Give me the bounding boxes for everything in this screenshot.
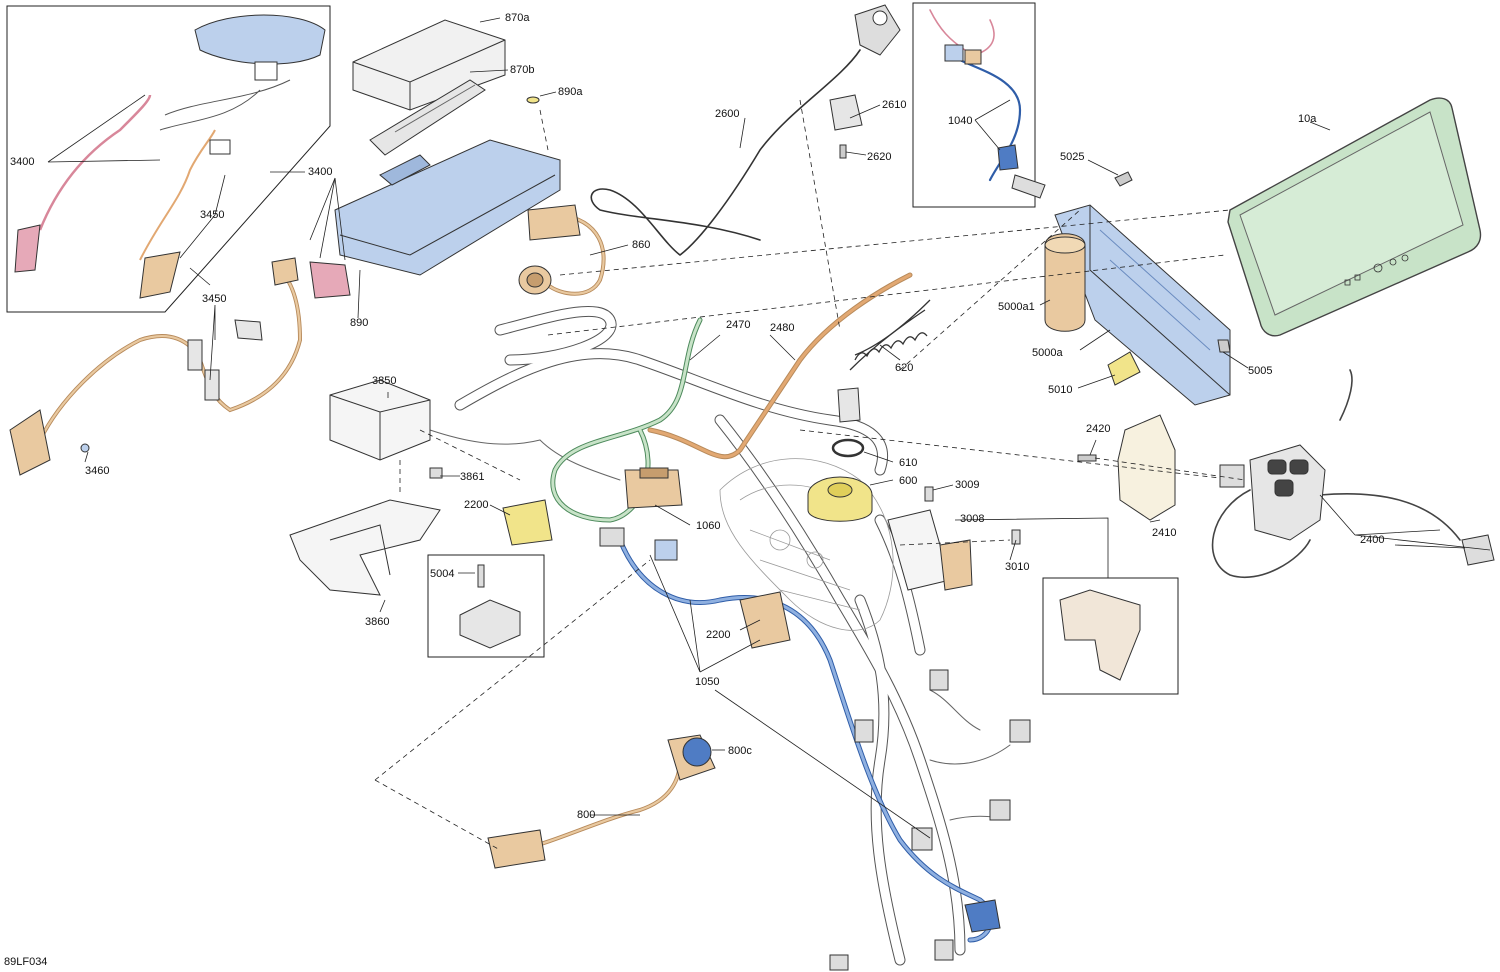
part-2410-cover [1117, 414, 1176, 521]
part-3450-sensor [234, 319, 263, 341]
part-5000a1-capacitor [1044, 233, 1086, 332]
callout-620: 620 [895, 362, 913, 374]
part-870b-connector [369, 79, 486, 156]
callout-3860: 3860 [365, 616, 389, 628]
callout-610: 610 [899, 457, 917, 469]
callout-2400: 2400 [1360, 534, 1384, 546]
inset-frames [6, 2, 1179, 695]
callout-870a: 870a [505, 12, 530, 24]
cable-3450 [38, 268, 303, 442]
callout-3450-main: 3450 [202, 293, 226, 305]
part-2620-screw [839, 144, 847, 159]
callout-2200-b: 2200 [706, 629, 730, 641]
callout-2200-a: 2200 [464, 499, 488, 511]
part-3860-bracket [289, 499, 441, 596]
part-600-ignition [807, 476, 873, 522]
callout-5025: 5025 [1060, 151, 1084, 163]
callout-1040: 1040 [948, 115, 972, 127]
inset-1040-parts [944, 44, 1046, 199]
callout-600: 600 [899, 475, 917, 487]
part-2420-screw [1077, 454, 1097, 462]
part-3850-relay [329, 379, 431, 461]
callout-2470: 2470 [726, 319, 750, 331]
figure-code: 89LF034 [4, 956, 48, 968]
part-3450-switch [9, 339, 220, 476]
inset-bracket-frame [1042, 577, 1179, 695]
part-5010-clip [1107, 351, 1141, 386]
callout-3008: 3008 [960, 513, 984, 525]
callout-5000a: 5000a [1032, 347, 1063, 359]
callout-800: 800 [577, 809, 595, 821]
callout-3450-inset: 3450 [200, 209, 224, 221]
callout-2480: 2480 [770, 322, 794, 334]
callout-3010: 3010 [1005, 561, 1029, 573]
callout-3009: 3009 [955, 479, 979, 491]
part-2200-connector-a [502, 499, 553, 546]
assembly-lines [374, 99, 1246, 851]
inset-fuse-frame [427, 554, 545, 658]
part-3460-screw [80, 443, 90, 453]
callout-5005: 5005 [1248, 365, 1272, 377]
part-3400-connectors [271, 257, 351, 299]
inset-antenna-frame [912, 2, 1036, 208]
callout-2600: 2600 [715, 108, 739, 120]
cable-2600 [590, 49, 861, 257]
callout-labels: 870a 870b 890a 890 860 2600 2610 2620 10… [10, 12, 1384, 821]
callout-890: 890 [350, 317, 368, 329]
part-5025-bolt [1114, 171, 1133, 187]
callout-800c: 800c [728, 745, 752, 757]
callout-10a: 10a [1298, 113, 1317, 125]
components [9, 4, 1495, 971]
callout-870b: 870b [510, 64, 534, 76]
callout-5000a1: 5000a1 [998, 301, 1035, 313]
part-890a [526, 96, 540, 104]
callout-1050: 1050 [695, 676, 719, 688]
part-10a-display [1227, 97, 1482, 337]
part-3008-fusebox [887, 509, 973, 591]
callout-890a: 890a [558, 86, 583, 98]
callout-2610: 2610 [882, 99, 906, 111]
callout-3850: 3850 [372, 375, 396, 387]
harness-connectors [829, 669, 1031, 971]
part-620-coil [849, 299, 931, 371]
part-610-ring [831, 438, 865, 458]
inset-left-frame [6, 5, 331, 313]
main-harness [429, 305, 1011, 966]
part-870a-cover [352, 19, 506, 111]
callout-3400-main: 3400 [308, 166, 332, 178]
part-1050-connectors [599, 527, 1001, 933]
part-3008-bracket [1059, 589, 1141, 681]
part-2600-connector [854, 4, 901, 56]
callout-5010: 5010 [1048, 384, 1072, 396]
callout-1060: 1060 [696, 520, 720, 532]
part-5005-nut [1217, 339, 1231, 353]
leader-lines [47, 17, 1491, 839]
inset-left-parts [14, 14, 326, 299]
callout-3400-inset: 3400 [10, 156, 34, 168]
part-3861-nut [429, 467, 443, 479]
part-860-socket [518, 204, 581, 295]
cable-2400 [1211, 369, 1461, 579]
part-1060-switch [624, 467, 683, 509]
part-5000a-module [1054, 204, 1231, 406]
part-3009-bolt [924, 486, 934, 502]
cable-800 [518, 758, 682, 852]
callout-2410: 2410 [1152, 527, 1176, 539]
part-800-sensor [487, 734, 716, 869]
part-2610-clip [829, 94, 863, 131]
part-5004-fuse [459, 564, 521, 649]
callout-2420: 2420 [1086, 423, 1110, 435]
part-890-module [334, 139, 561, 276]
callout-860: 860 [632, 239, 650, 251]
callout-3460: 3460 [85, 465, 109, 477]
callout-2620: 2620 [867, 151, 891, 163]
part-2400-switch [1219, 444, 1495, 566]
callout-5004: 5004 [430, 568, 454, 580]
part-620-connector [837, 387, 861, 423]
callout-3861: 3861 [460, 471, 484, 483]
part-3010-bolt [1011, 529, 1021, 545]
part-2200-connector-b [739, 591, 791, 649]
cables [38, 9, 1461, 943]
